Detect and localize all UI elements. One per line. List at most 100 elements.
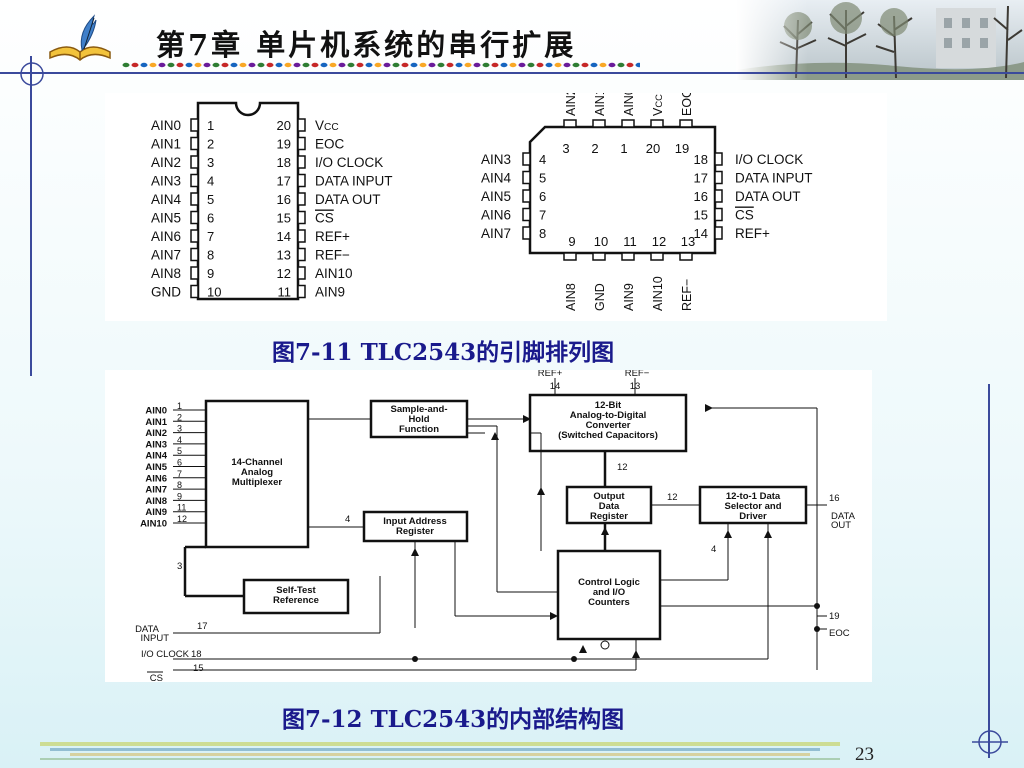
title-underline-dot xyxy=(329,62,337,68)
plcc-pin-stub xyxy=(650,252,664,261)
pin-name-label: DATA INPUT xyxy=(735,171,813,186)
ref-plus-pin: 14 xyxy=(550,381,561,392)
pin-name-label: AIN8 xyxy=(151,266,181,281)
title-underline-dot xyxy=(230,62,238,68)
title-underline-dot xyxy=(176,62,184,68)
title-underline-dot xyxy=(248,62,256,68)
title-underline-dot xyxy=(608,62,616,68)
ref-plus-label: REF+ xyxy=(538,370,563,379)
mux-input-label: AIN9 xyxy=(145,507,167,518)
title-underline-dot xyxy=(122,62,130,68)
plcc-pin-number: 1 xyxy=(620,141,627,156)
pin-name-label: AIN5 xyxy=(151,211,181,226)
plcc-pin-number: 15 xyxy=(694,208,708,223)
title-underline-dot xyxy=(446,62,454,68)
block-label-line: Register xyxy=(396,526,434,537)
title-underline-dot xyxy=(635,62,640,68)
pin-name-label: AIN5 xyxy=(481,189,511,204)
left-vertical-rule xyxy=(30,56,32,376)
dip-pin-number: 16 xyxy=(277,192,291,207)
plcc-pin-number: 16 xyxy=(694,189,708,204)
title-underline-dot xyxy=(383,62,391,68)
plcc-pin-stub xyxy=(621,252,635,261)
pin-name-label: AIN9 xyxy=(315,285,345,300)
title-underline-dot xyxy=(572,62,580,68)
mux-input-label: AIN7 xyxy=(145,485,167,496)
title-underline-dot xyxy=(482,62,490,68)
pin-name-label: AIN7 xyxy=(151,248,181,263)
title-underline-dot xyxy=(185,62,193,68)
title-underline-dot xyxy=(158,62,166,68)
dip-pin-number: 12 xyxy=(277,266,291,281)
pin-name-label: AIN3 xyxy=(151,174,181,189)
title-underline-dot xyxy=(203,62,211,68)
plcc-pin-number: 12 xyxy=(652,234,666,249)
pin-name-label: CS xyxy=(315,211,334,226)
plcc-pin-stub xyxy=(650,119,664,128)
dip-pin-stub xyxy=(297,210,306,225)
title-underline-dot xyxy=(131,62,139,68)
mux-input-label: AIN4 xyxy=(145,451,167,462)
block-label-line: Control Logic xyxy=(578,577,640,588)
pin-name-label: GND xyxy=(593,283,607,311)
dip-pin-number: 3 xyxy=(207,155,214,170)
right-vertical-rule xyxy=(988,384,990,758)
title-underline-dot xyxy=(320,62,328,68)
title-underline-dot xyxy=(464,62,472,68)
pin-name-label: AIN6 xyxy=(151,229,181,244)
dip-pin-stub xyxy=(190,173,199,188)
dip-pin-stub xyxy=(190,266,199,280)
plcc-pin-stub xyxy=(714,226,723,240)
pin-name-label: VCC xyxy=(315,118,339,133)
bus-width-4-iar: 4 xyxy=(345,514,350,525)
block-label-line: Multiplexer xyxy=(232,477,282,488)
control-logic-block xyxy=(556,549,662,641)
mux-input-pin-number: 5 xyxy=(177,446,182,456)
crosshair-top-left-icon xyxy=(20,62,44,86)
title-underline-dot xyxy=(500,62,508,68)
block-label-line: 12-Bit xyxy=(595,400,622,411)
dip-pin-stub xyxy=(190,155,199,169)
title-underline-dot xyxy=(347,62,355,68)
pin-name-label: AIN4 xyxy=(151,192,182,207)
plcc-pin-number: 5 xyxy=(539,171,546,186)
dip-pin-number: 8 xyxy=(207,248,214,263)
plcc-pin-stub xyxy=(522,152,531,166)
adc-block xyxy=(528,393,688,453)
block-label-line: Function xyxy=(399,424,439,435)
pin-name-label: AIN1 xyxy=(151,137,181,152)
bus-width-12-odr: 12 xyxy=(667,492,678,503)
header-scenery-image xyxy=(736,0,1024,80)
plcc-pin-stub xyxy=(679,119,693,128)
plcc-pin-stub xyxy=(522,207,531,222)
dip-pin-number: 13 xyxy=(277,248,291,263)
eoc-pin: 19 xyxy=(829,611,840,622)
title-underline-dot xyxy=(239,62,247,68)
plcc-pin-stub xyxy=(621,119,635,128)
plcc-pin-number: 9 xyxy=(568,234,575,249)
title-underline-dot xyxy=(356,62,364,68)
title-underline-dot xyxy=(527,62,535,68)
dip-pin-stub xyxy=(297,118,306,132)
data-input-label-2: INPUT xyxy=(141,633,170,644)
ref-minus-pin: 13 xyxy=(630,381,641,392)
block-label-line: Reference xyxy=(273,595,319,606)
title-underline-dot xyxy=(509,62,517,68)
dip-pin-stub xyxy=(190,118,199,132)
dip-pin-number: 19 xyxy=(277,137,291,152)
title-underline-dot xyxy=(428,62,436,68)
title-underline-dot xyxy=(293,62,301,68)
pin-name-label: AIN10 xyxy=(315,266,353,281)
title-underline-dot xyxy=(491,62,499,68)
plcc-pin-stub xyxy=(563,119,577,128)
block-label-line: and I/O xyxy=(593,587,625,598)
dip-pin-number: 5 xyxy=(207,192,214,207)
bus-width-12-adc: 12 xyxy=(617,462,628,473)
pin-name-label: AIN4 xyxy=(481,171,512,186)
title-underline-dot xyxy=(518,62,526,68)
dip-pin-number: 4 xyxy=(207,174,214,189)
mux-block xyxy=(204,399,310,549)
dip-pin-number: 7 xyxy=(207,229,214,244)
title-underline-dot xyxy=(617,62,625,68)
